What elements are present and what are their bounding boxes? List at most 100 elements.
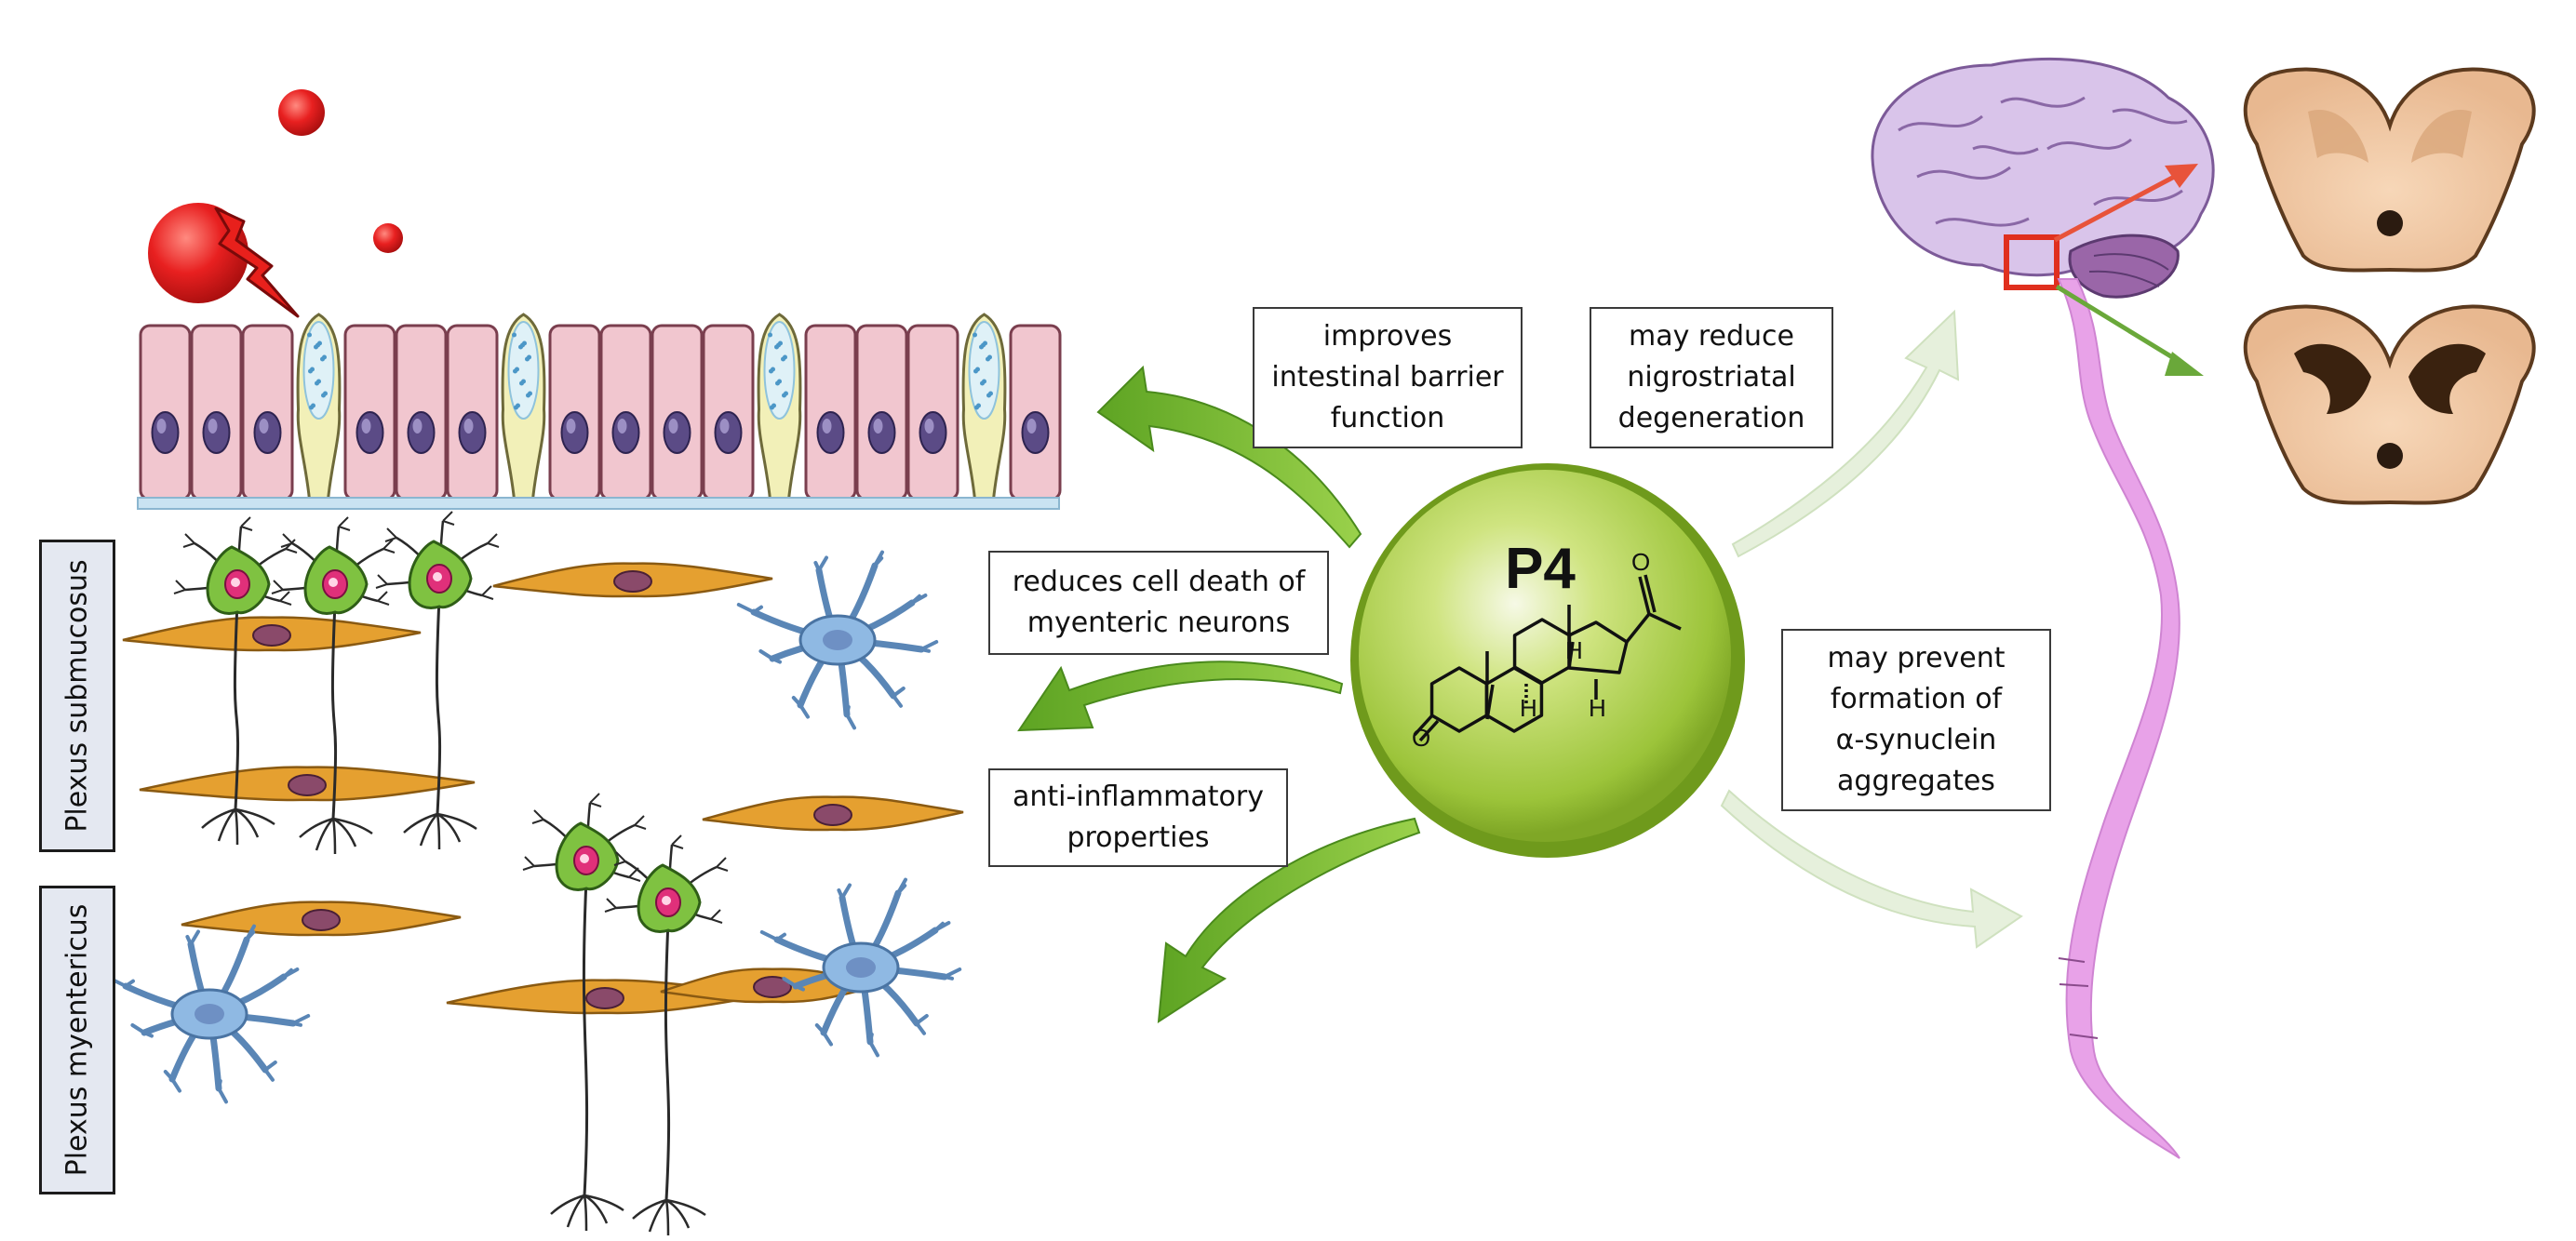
ketone-double-bond — [1418, 719, 1440, 742]
glia-branch — [245, 924, 256, 941]
atom-oxygen: O — [1631, 548, 1650, 576]
cerebral-aqueduct — [2377, 210, 2403, 236]
glia-branch — [791, 696, 810, 719]
axon-terminal — [665, 1198, 706, 1217]
cerebral-aqueduct — [2377, 443, 2403, 469]
fibroblast-nucleus — [613, 570, 652, 593]
dendrite-branch — [279, 591, 292, 606]
pathogen-particle — [373, 223, 403, 253]
axon — [435, 596, 442, 815]
dendrite-branch — [384, 527, 397, 542]
axon-terminal — [201, 807, 236, 829]
arrow-to-barrier-icon — [1096, 365, 1362, 549]
granule-dot — [316, 379, 321, 384]
large-pathogen-particle — [148, 203, 248, 303]
granule-dot — [777, 379, 782, 384]
dendrite-branch — [671, 834, 684, 849]
glia-branch — [873, 550, 884, 567]
cell-nucleus — [816, 411, 845, 454]
fibroblast-nucleus — [288, 774, 327, 796]
axon — [582, 878, 589, 1196]
dendrite-branch — [716, 857, 729, 872]
axon-terminal — [217, 808, 236, 842]
cell-nucleus — [919, 411, 947, 454]
cell-nucleus — [714, 411, 743, 454]
granule-dot — [976, 403, 981, 408]
granule-dot — [982, 379, 986, 384]
axon — [664, 920, 671, 1201]
dendrite-branch — [375, 574, 388, 589]
glia-branch — [758, 649, 782, 664]
substantia-nigra-light — [2308, 110, 2472, 163]
acetyl-bond — [1625, 612, 1651, 644]
glia-branch — [217, 1079, 228, 1104]
effect-arrows — [1017, 309, 2023, 1023]
cell-nucleus — [202, 411, 231, 454]
axon-terminal — [632, 1198, 667, 1220]
granule-dot — [768, 332, 772, 338]
glia-branch — [263, 1061, 277, 1082]
axon-terminal — [648, 1199, 667, 1233]
dendrite-branch — [487, 533, 500, 548]
glia-branch — [782, 977, 805, 992]
cerebellum — [2068, 234, 2180, 299]
axon-terminal — [315, 818, 334, 851]
glia-branch — [130, 1023, 154, 1038]
axon-terminal — [403, 812, 438, 834]
dendrite-branch — [377, 591, 390, 606]
acetyl-carbonyl-double-bond — [1644, 574, 1657, 613]
axon-terminal — [550, 1194, 585, 1215]
axon-terminal — [332, 817, 373, 835]
pathogen-particles — [148, 89, 403, 318]
glia-branch — [837, 883, 852, 900]
acetyl-carbonyl-bond — [1638, 576, 1651, 615]
glia-nucleus — [846, 957, 876, 978]
atom-hydrogen: H — [1565, 636, 1583, 664]
atom-hydrogen: H — [1520, 694, 1537, 722]
dendrite-branch — [710, 909, 723, 924]
structure-atoms: O O H H H — [1412, 548, 1650, 752]
granule-dot — [516, 403, 520, 408]
nucleus-highlight — [259, 419, 269, 434]
spinal-cord — [2057, 278, 2180, 1159]
axon-terminal — [331, 818, 337, 855]
nucleus-highlight — [719, 419, 730, 434]
effect-synuclein-label: may prevent formation of α-synuclein agg… — [1781, 629, 2051, 811]
arrow-to-spinal-cord-icon — [1720, 789, 2023, 949]
dendrite-branch — [280, 533, 293, 548]
glia-branch — [943, 967, 962, 981]
glia-nucleus — [823, 630, 852, 650]
granule-dot — [310, 367, 315, 372]
cell-nucleus — [663, 411, 691, 454]
glia-branch — [933, 921, 951, 932]
acetyl-methyl-bond — [1648, 612, 1682, 631]
effect-barrier-label: improves intestinal barrier function — [1253, 307, 1523, 448]
green-pointer-head-icon — [2165, 352, 2204, 376]
granule-dot — [528, 391, 532, 396]
glia-branch — [291, 1014, 311, 1027]
brain-gyri — [1898, 96, 2188, 227]
cerebellum-folia — [2088, 253, 2169, 287]
fibroblast-nucleus — [302, 909, 341, 931]
axon-terminal — [566, 1194, 585, 1228]
cell-nucleus — [611, 411, 640, 454]
plexus-submucosus-label: Plexus submucosus — [39, 540, 115, 852]
glia-branch — [282, 967, 300, 979]
lightning-bolt-icon — [214, 207, 300, 318]
granule-dot — [783, 354, 787, 360]
effect-cell-death-label: reduces cell death of myenteric neurons — [988, 551, 1329, 655]
fibroblast-nucleus — [813, 804, 852, 826]
alkene-double-bond — [1485, 684, 1495, 720]
molecule-label: P4 — [1505, 537, 1576, 601]
plexus-myentericus-label: Plexus myentericus — [39, 886, 115, 1194]
plexus-myentericus-text: Plexus myentericus — [60, 903, 94, 1177]
granule-dot — [527, 354, 531, 360]
neuron-nucleolus — [580, 854, 589, 863]
granule-dot — [784, 391, 788, 396]
dendrite-branch — [531, 809, 544, 824]
granule-dot — [307, 332, 312, 338]
arrow-to-cell-death-icon — [1017, 661, 1344, 732]
dendrite-branch — [634, 815, 647, 830]
dendrite-branch — [182, 533, 195, 548]
